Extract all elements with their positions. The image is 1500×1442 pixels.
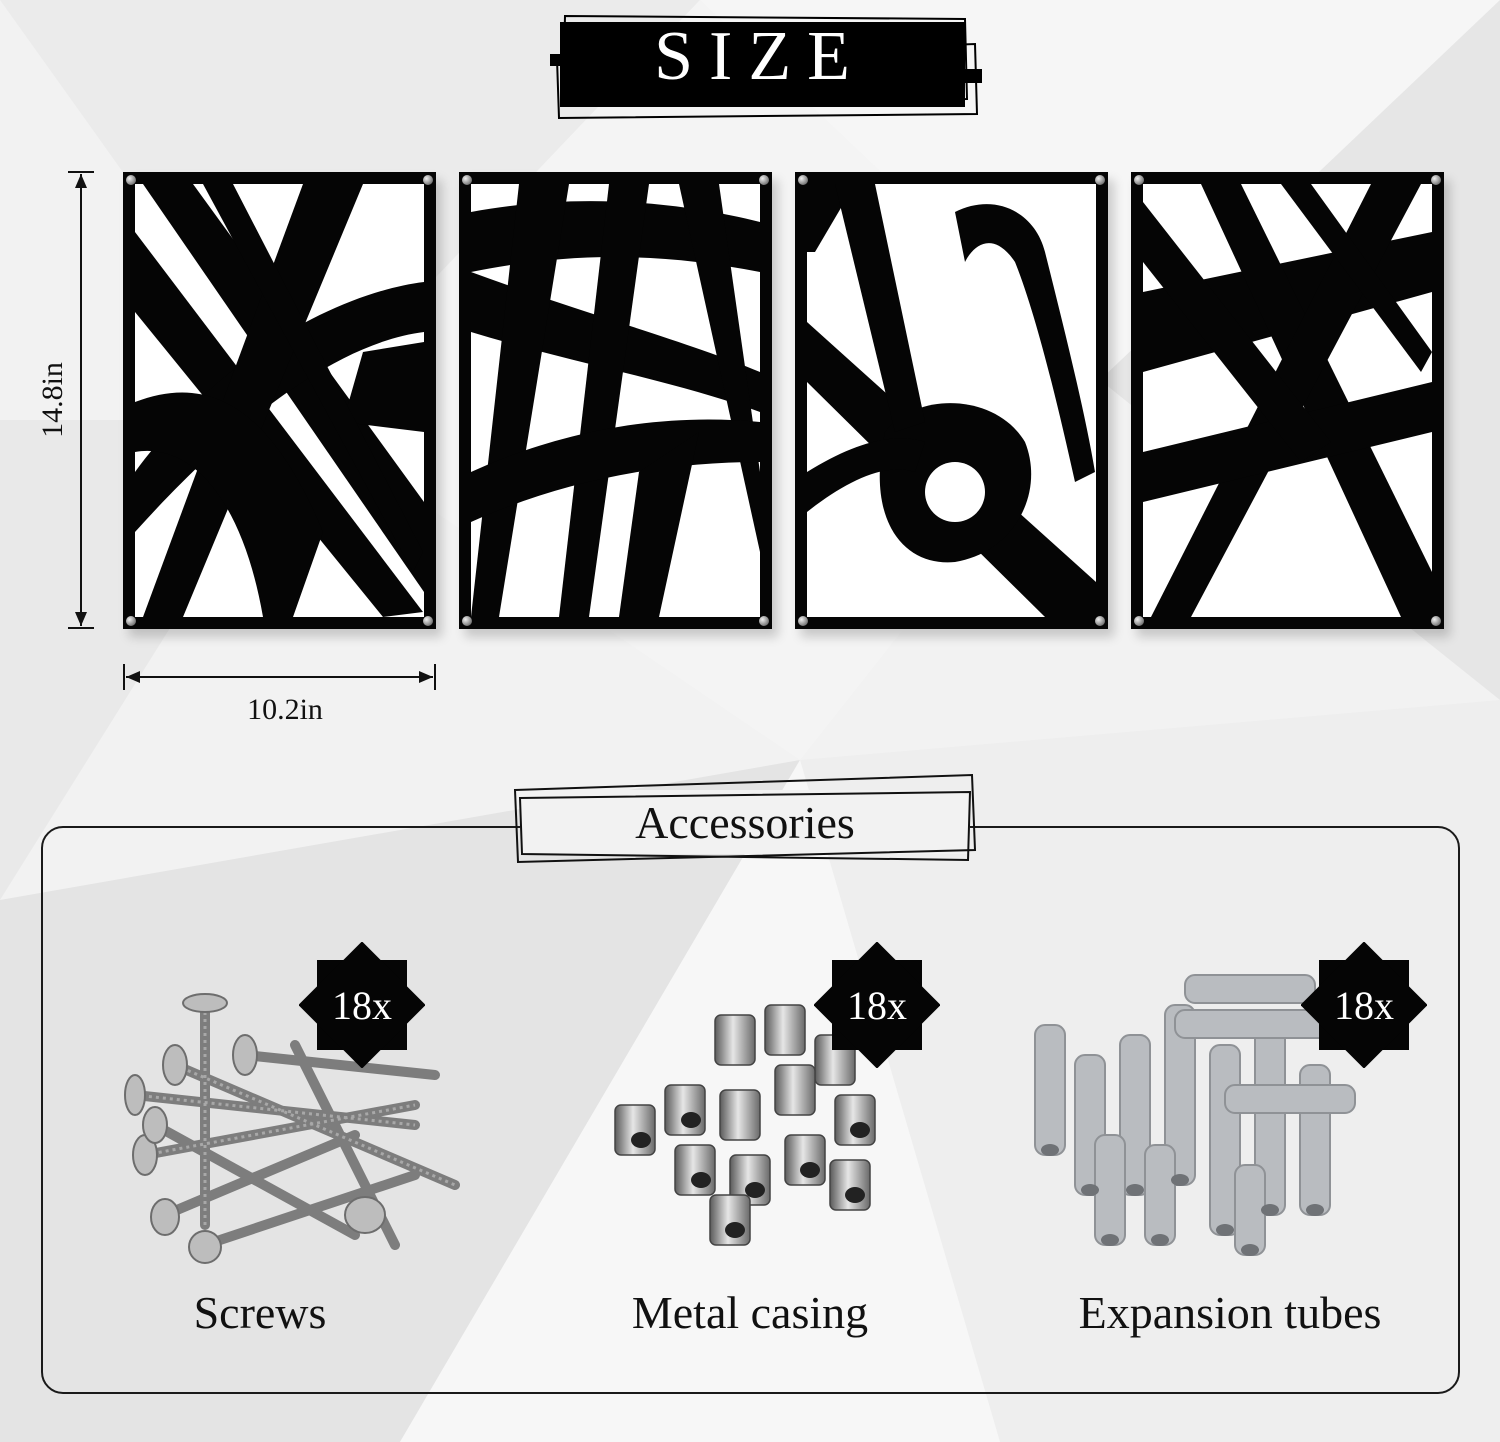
screw-dot [126,616,136,626]
size-title: SIZE [654,18,866,95]
screw-dot [1431,616,1441,626]
height-label: 14.8in [36,362,69,438]
metal-casing-label: Metal casing [631,1286,869,1338]
screw-dot [423,175,433,185]
screw-dot [423,616,433,626]
screw-dot [759,616,769,626]
expansion-tubes-icon [1034,974,1356,1256]
screw-dot [798,175,808,185]
width-label: 10.2in [247,693,323,726]
metal-casing-quantity-badge: 18x [814,942,940,1068]
screw-dot [1095,616,1105,626]
screws-label: Screws [193,1286,327,1338]
metal-casing-quantity: 18x [847,982,907,1028]
screw-dot [1095,175,1105,185]
screw-dot [1431,175,1441,185]
accessories-title: Accessories [635,796,855,848]
screw-dot [126,175,136,185]
screws-quantity-badge: 18x [299,942,425,1068]
wall-art-panel-2 [459,172,772,629]
screw-dot [1134,175,1144,185]
size-banner-frame [550,14,982,120]
expansion-tubes-label: Expansion tubes [1078,1286,1382,1338]
expansion-tubes-quantity: 18x [1334,982,1394,1028]
wall-art-panel-4 [1131,172,1444,629]
height-dimension-line [68,171,94,629]
screws-quantity: 18x [332,982,392,1028]
screw-dot [462,175,472,185]
wall-art-panel-1 [123,172,436,629]
screw-dot [1134,616,1144,626]
screw-dot [759,175,769,185]
accessories-title-frame [513,773,977,864]
width-dimension-line [123,664,436,690]
expansion-tubes-quantity-badge: 18x [1301,942,1427,1068]
screw-dot [462,616,472,626]
screws-icon [124,993,460,1264]
screw-dot [798,616,808,626]
wall-art-panel-3 [795,172,1108,629]
